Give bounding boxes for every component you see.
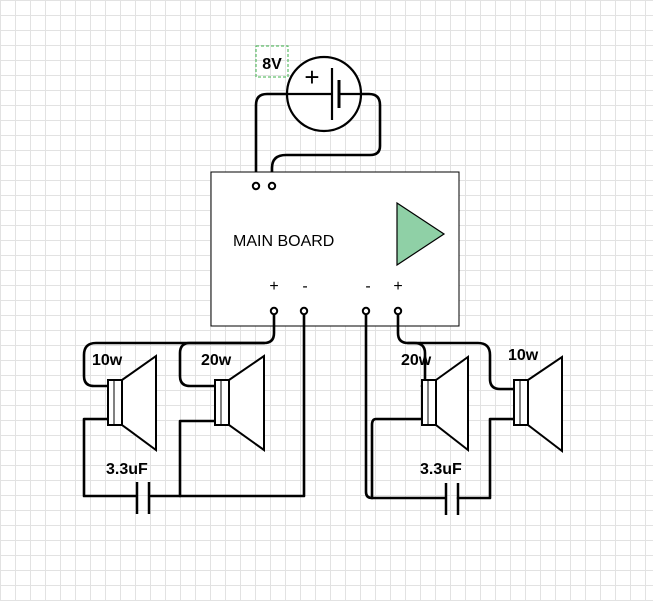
speaker-label-left-10w: 10w <box>92 352 123 369</box>
terminal-pin-left-negative <box>299 306 309 316</box>
speaker-label-right-10w: 10w <box>508 347 539 364</box>
amplifier-icon <box>396 201 446 267</box>
battery-label-box <box>255 45 289 78</box>
terminal-pin-left-positive <box>269 306 279 316</box>
speaker-icon-right-10w <box>513 355 563 454</box>
battery-plus-sign: + <box>304 62 319 92</box>
terminal-label-left-positive: + <box>269 278 278 295</box>
capacitor-icon-left <box>135 482 151 514</box>
battery-symbol: + <box>285 55 363 133</box>
terminal-label-right-positive: + <box>393 278 402 295</box>
battery-voltage-label: 8V <box>262 56 282 73</box>
terminal-label-left-negative: - <box>302 278 307 295</box>
power-pin-positive <box>251 181 261 191</box>
power-pin-negative <box>267 181 277 191</box>
battery-negative-wire <box>270 92 382 186</box>
left-channel-wiring <box>82 311 306 498</box>
terminal-pin-right-negative <box>361 306 371 316</box>
main-board-title: MAIN BOARD <box>233 233 334 250</box>
capacitor-icon-right <box>444 483 460 515</box>
terminal-label-right-negative: - <box>365 278 370 295</box>
terminal-pin-right-positive <box>393 306 403 316</box>
speaker-icon-left-10w <box>107 354 157 452</box>
battery-positive-wire <box>254 92 289 186</box>
capacitor-label-right: 3.3uF <box>420 461 462 478</box>
speaker-label-right-20w: 20w <box>401 352 432 369</box>
speaker-label-left-20w: 20w <box>201 352 232 369</box>
speaker-icon-left-20w <box>214 354 265 452</box>
capacitor-label-left: 3.3uF <box>106 461 148 478</box>
speaker-icon-right-20w <box>421 355 469 453</box>
